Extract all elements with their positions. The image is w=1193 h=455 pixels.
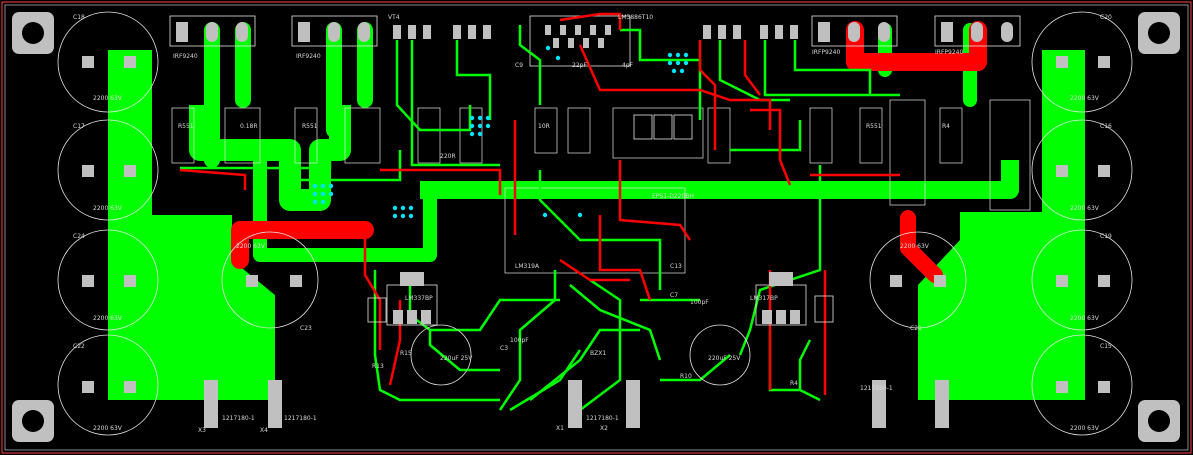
label-4pf: 4pF <box>622 62 634 69</box>
resistor-outlines <box>171 99 1031 274</box>
label-cap-mid-r: 2200 63V <box>900 243 930 250</box>
label-q1: IRF9240 <box>173 53 198 60</box>
label-r551-d: R4 <box>942 123 950 130</box>
label-c16-val: 2200 63V <box>1070 205 1100 212</box>
label-r551-c: R551 <box>866 123 882 130</box>
label-c24-val: 2200 63V <box>93 315 123 322</box>
power-transistors <box>169 15 1021 47</box>
label-r15: R15 <box>400 350 412 357</box>
label-q4: IRFP9240 <box>935 49 963 56</box>
label-x4: X4 <box>260 427 268 434</box>
label-c3-val: 100pF <box>510 337 529 344</box>
label-big: EPS1-D220BH <box>652 193 694 200</box>
label-c21: C21 <box>910 325 922 332</box>
label-c15-val: 2200 63V <box>1070 425 1100 432</box>
label-lm-right: LM317BP <box>750 295 778 302</box>
label-c3: C3 <box>500 345 508 352</box>
label-c19-val: 2200 63V <box>1070 315 1100 322</box>
label-c24: C24 <box>73 233 85 240</box>
thin-red-traces <box>179 12 900 395</box>
label-c19: C19 <box>1100 233 1112 240</box>
regulators <box>386 284 807 326</box>
label-c9: C9 <box>515 62 523 69</box>
square-pads <box>82 56 1110 393</box>
label-conn2: 1217180-1 <box>284 415 317 422</box>
label-r018: 0.18R <box>240 123 258 130</box>
red-heavy-left <box>231 221 374 269</box>
big-caps <box>57 11 1133 436</box>
label-c22-val: 2200 63V <box>93 425 123 432</box>
label-led: BZX1 <box>590 350 606 357</box>
silk-outline <box>4 4 1189 451</box>
label-cap220-l: 220uF 25V <box>440 355 473 362</box>
label-r10: 10R <box>538 123 550 130</box>
label-x2: X2 <box>600 425 608 432</box>
label-c13: C13 <box>670 263 682 270</box>
label-x1: X1 <box>556 425 564 432</box>
label-q2: IRF9240 <box>296 53 321 60</box>
silk-labels: C18 2200 63V C17 2200 63V C24 2200 63V C… <box>73 14 1112 434</box>
label-22pf: 22pF <box>572 62 587 69</box>
label-c20-val: 2200 63V <box>1070 95 1100 102</box>
small-header-pads <box>393 25 798 39</box>
label-r551-b: R551 <box>302 123 318 130</box>
label-c15: C15 <box>1100 343 1112 350</box>
label-conn3: 1217180-1 <box>586 415 619 422</box>
transistor-pads <box>176 22 1013 42</box>
ic-pads <box>545 25 611 48</box>
label-chip-top: LM3886T10 <box>618 14 653 21</box>
label-c18-val: 2200 63V <box>93 95 123 102</box>
label-chip-mid: LM319A <box>515 263 540 270</box>
thin-green-traces <box>180 25 900 412</box>
main-bus-trace <box>189 105 351 211</box>
ground-pour-left <box>108 50 275 400</box>
regulator-tabs <box>393 272 800 324</box>
label-220r: 220R <box>440 153 456 160</box>
label-r4: R4 <box>790 380 798 387</box>
label-c7-val: 100pF <box>690 299 709 306</box>
label-cap220-r: 220uF 25V <box>708 355 741 362</box>
label-cap-mid-l: 2200 63V <box>236 243 266 250</box>
label-conn4: 1217180-1 <box>860 385 893 392</box>
label-c22: C22 <box>73 343 85 350</box>
horizontal-bus-trace <box>420 160 1019 199</box>
label-c20: C20 <box>1100 14 1112 21</box>
mounting-holes <box>12 12 1180 442</box>
label-r13: R13 <box>372 363 384 370</box>
label-c7: C7 <box>670 292 678 299</box>
label-x3: X3 <box>198 427 206 434</box>
green-trace-a <box>253 150 437 262</box>
ground-pour-right <box>918 50 1085 400</box>
label-c17: C17 <box>73 123 85 130</box>
label-lm-left: LM337BP <box>405 295 433 302</box>
small-diodes <box>367 114 834 323</box>
red-heavy-right <box>900 210 943 283</box>
connectors <box>204 380 949 428</box>
label-c16: C16 <box>1100 123 1112 130</box>
label-r10: R10 <box>680 373 692 380</box>
label-q3: IRFP9240 <box>812 49 840 56</box>
label-c23: C23 <box>300 325 312 332</box>
label-c18: C18 <box>73 14 85 21</box>
label-conn1: 1217180-1 <box>222 415 255 422</box>
small-caps <box>410 324 751 386</box>
ic-top <box>529 15 631 67</box>
label-c17-val: 2200 63V <box>93 205 123 212</box>
via-clusters <box>312 45 689 219</box>
label-r551-a: R551 <box>178 123 194 130</box>
label-vt4: VT4 <box>388 14 400 21</box>
